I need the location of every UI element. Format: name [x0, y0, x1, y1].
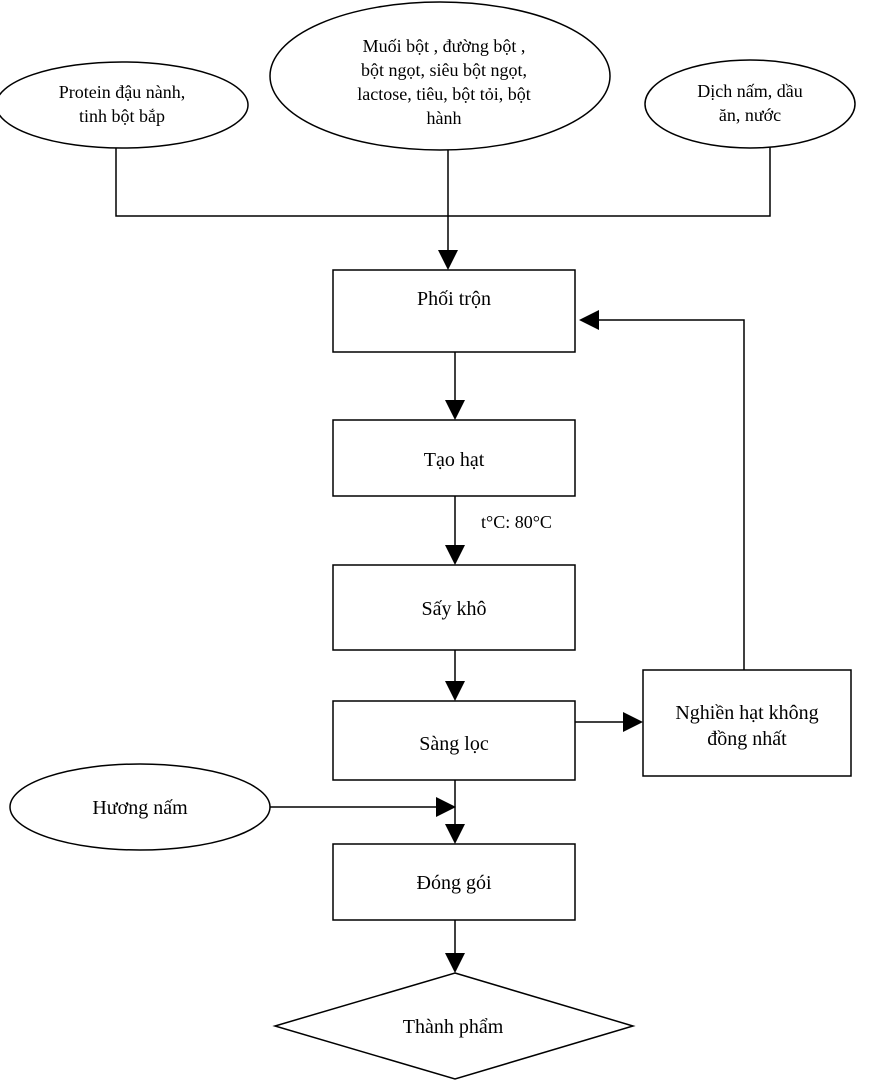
label-granulating: Tạo hạt [424, 449, 485, 471]
label-spices-line3: lactose, tiêu, bột tỏi, bột [357, 84, 530, 104]
label-flavor: Hương nấm [92, 797, 188, 819]
box-drying [332, 564, 576, 651]
label-drying-condition: t°C: 80°C [481, 512, 552, 532]
input-flavor: Hương nấm [9, 763, 271, 851]
label-mushroom-line1: Dịch nấm, dầu [697, 81, 802, 101]
arrowhead-drying [445, 545, 465, 565]
label-drying: Sấy khô [422, 598, 487, 620]
input-spices: Muối bột , đường bột , bột ngọt, siêu bộ… [269, 1, 611, 151]
ellipse-protein [0, 61, 249, 149]
connectors [115, 146, 771, 973]
label-protein-line2: tinh bột bắp [79, 106, 165, 126]
arrowhead-sieving [445, 681, 465, 701]
box-granulating [332, 419, 576, 497]
step-sieving: Sàng lọc [332, 700, 576, 781]
label-product: Thành phẩm [403, 1016, 504, 1038]
ellipse-flavor [9, 763, 271, 851]
label-spices-line1: Muối bột , đường bột , [363, 36, 526, 56]
box-sieving [332, 700, 576, 781]
input-mushroom-extract: Dịch nấm, dầu ăn, nước [644, 59, 856, 149]
arrowhead-packaging [445, 824, 465, 844]
step-drying: Sấy khô [332, 564, 576, 651]
ellipse-mushroom-extract [644, 59, 856, 149]
label-mixing: Phối trộn [417, 288, 491, 310]
merge-line [115, 146, 771, 217]
label-packaging: Đóng gói [417, 872, 492, 894]
label-protein-line1: Protein đậu nành, [59, 82, 185, 102]
arrowhead-regrinding [623, 712, 643, 732]
box-mixing [332, 269, 576, 353]
arrowhead-flavor [436, 797, 456, 817]
step-product: Thành phẩm [272, 972, 636, 1080]
arrowhead-product [445, 953, 465, 973]
label-spices-line4: hành [427, 108, 462, 128]
step-mixing: Phối trộn [332, 269, 576, 353]
ellipse-spices [269, 1, 611, 151]
arrowhead-recycle [579, 310, 599, 330]
label-mushroom-line2: ăn, nước [719, 105, 781, 125]
label-regrinding-line2: đồng nhất [707, 728, 787, 750]
arrowhead-granulating [445, 400, 465, 420]
label-regrinding-line1: Nghiền hạt không [675, 702, 818, 724]
input-protein: Protein đậu nành, tinh bột bắp [0, 61, 249, 149]
step-regrinding: Nghiền hạt không đồng nhất [642, 669, 852, 777]
label-sieving: Sàng lọc [419, 733, 489, 755]
step-granulating: Tạo hạt [332, 419, 576, 497]
diamond-product [272, 972, 636, 1080]
box-packaging [332, 843, 576, 921]
recycle-line [597, 319, 745, 670]
label-spices-line2: bột ngọt, siêu bột ngọt, [361, 60, 527, 80]
box-regrinding [642, 669, 852, 777]
step-packaging: Đóng gói [332, 843, 576, 921]
arrowhead-mixing [438, 250, 458, 270]
